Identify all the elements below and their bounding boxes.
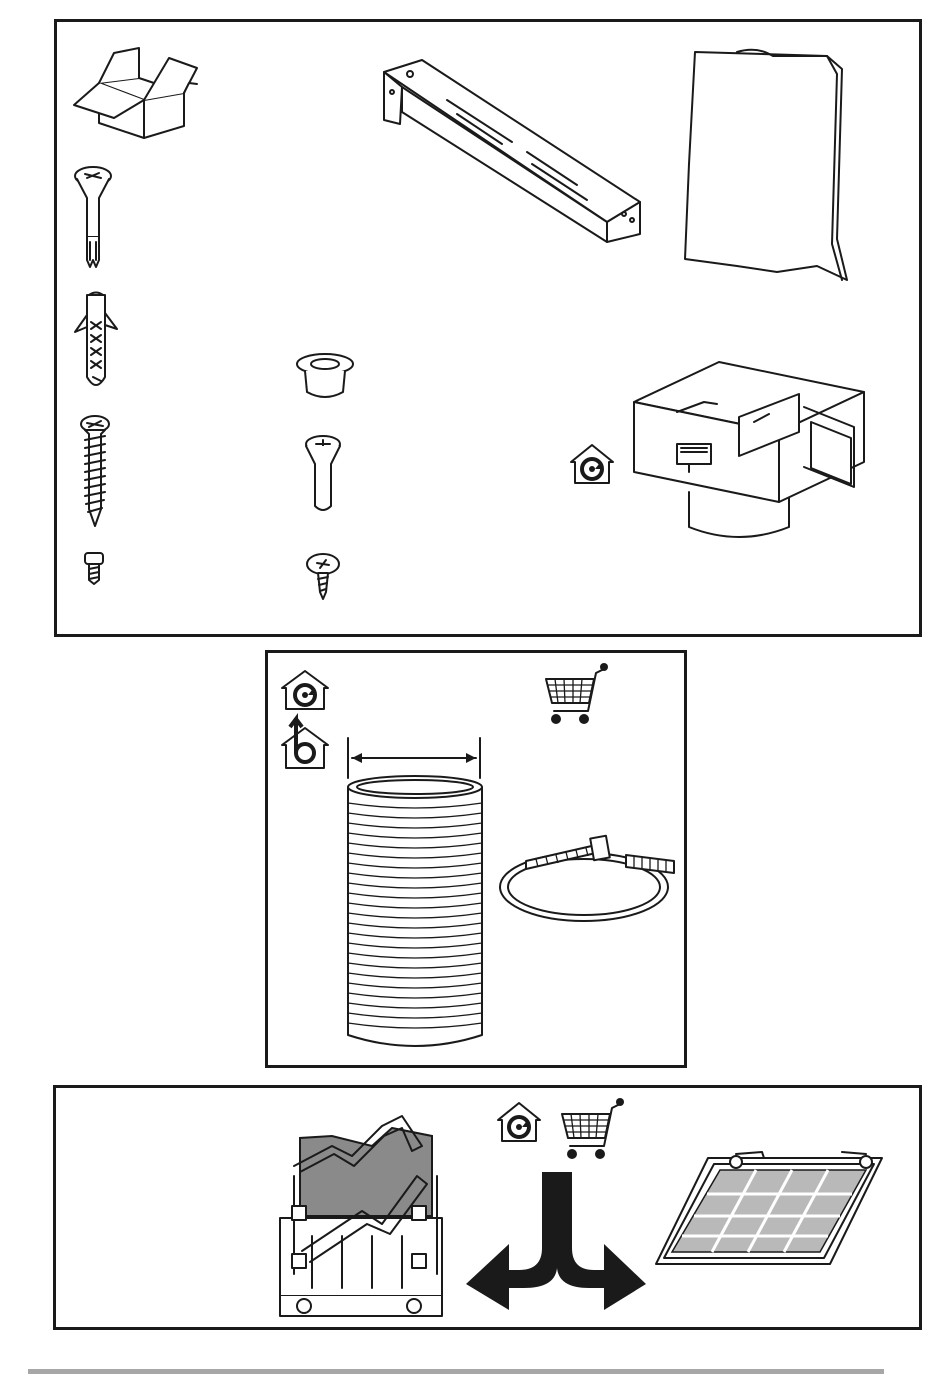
recirculation-mode-icon [278, 668, 334, 712]
wood-screw-icon [77, 414, 113, 529]
charcoal-filter-panel-icon [652, 1146, 892, 1266]
carbon-filter-housing-icon [272, 1106, 480, 1321]
shopping-cart-icon [556, 1096, 628, 1164]
wall-plug-screw-icon [73, 162, 113, 272]
washer-screw-icon [303, 552, 343, 602]
diameter-dimension-line [344, 738, 484, 778]
recirculation-mode-icon [567, 442, 617, 486]
flexible-duct-icon [344, 773, 486, 1053]
wall-plug-icon [71, 287, 121, 397]
small-screw-icon [81, 550, 107, 586]
duct-panel [265, 650, 687, 1068]
filter-panel [53, 1085, 922, 1330]
accessories-panel [54, 19, 922, 637]
split-arrow-icon [464, 1170, 648, 1312]
page-footer-rule [28, 1369, 884, 1374]
wall-bracket-icon [362, 52, 652, 252]
hose-clamp-icon [496, 831, 678, 931]
extraction-mode-icon [278, 715, 334, 771]
recirculation-adapter-icon [629, 352, 869, 547]
paper-template-icon [677, 44, 857, 284]
countersunk-screw-icon [303, 434, 343, 514]
cardboard-box-icon [69, 38, 199, 148]
shopping-cart-icon [540, 661, 612, 729]
recirculation-mode-icon [494, 1100, 544, 1144]
spacer-bushing-icon [293, 352, 357, 402]
